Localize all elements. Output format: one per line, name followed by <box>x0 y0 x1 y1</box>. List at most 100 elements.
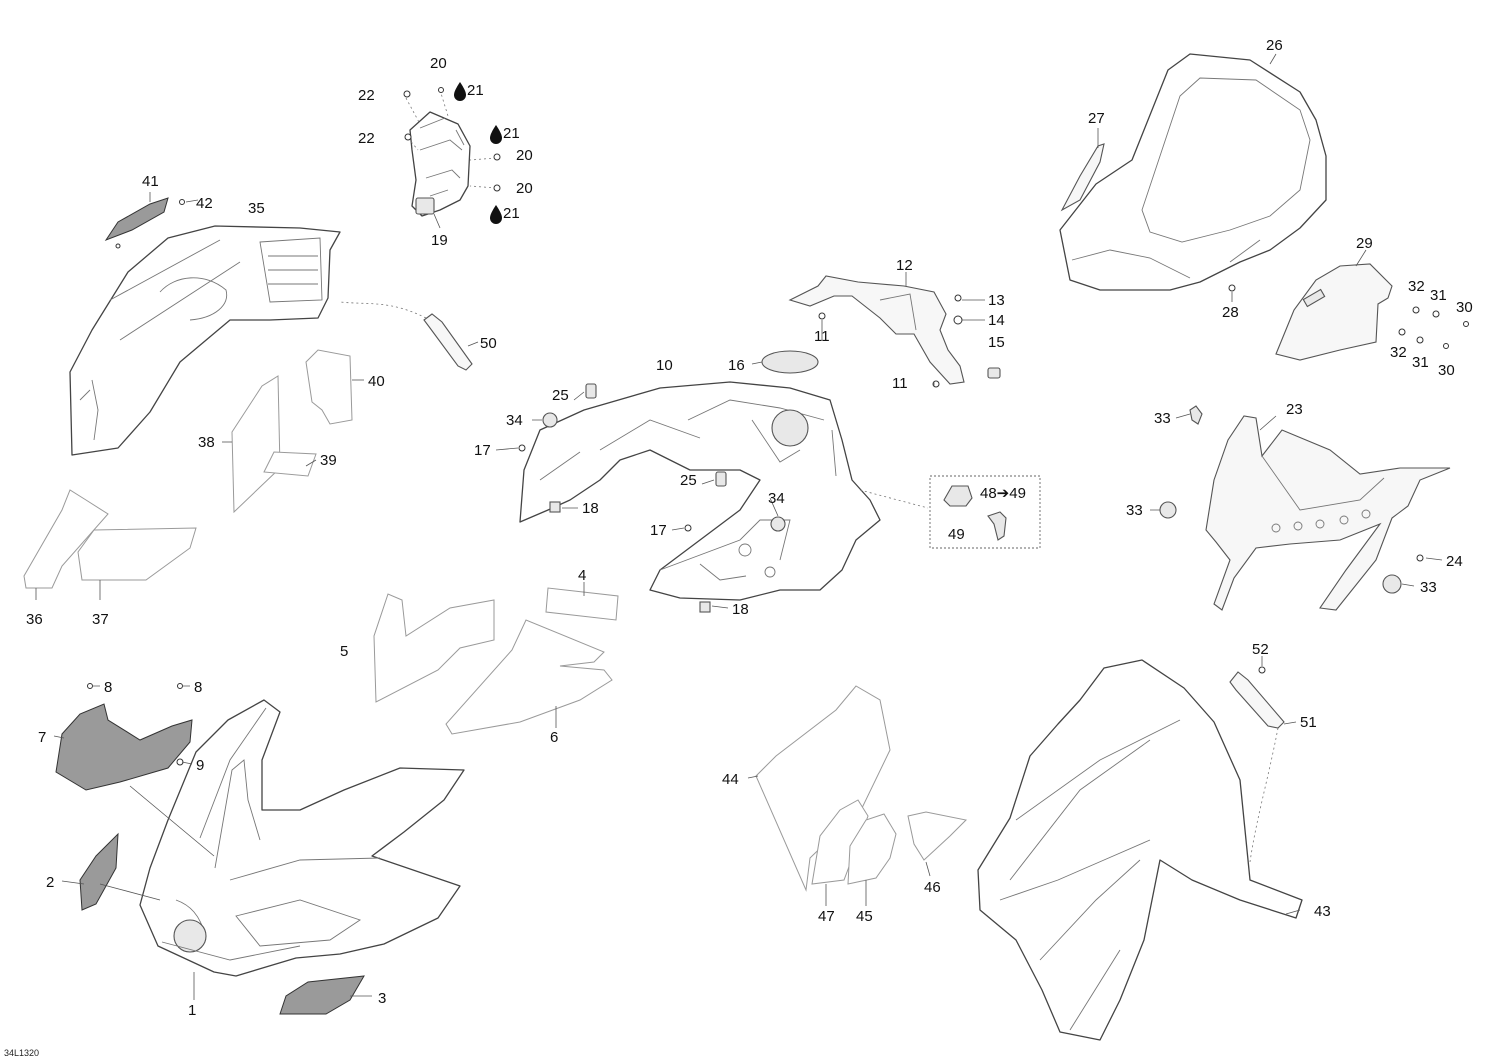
part-51-bracket[interactable] <box>1229 671 1285 729</box>
part-18-nut-b[interactable] <box>699 601 711 613</box>
part-40-panel[interactable] <box>305 349 353 425</box>
part-16-ring[interactable] <box>761 350 819 374</box>
part-25-clip-b[interactable] <box>715 471 727 487</box>
part-41-vent-grille[interactable] <box>104 197 169 242</box>
part-49-fastener[interactable] <box>987 511 1007 541</box>
part-20-nut-b[interactable] <box>493 153 501 161</box>
part-32-washer-a[interactable] <box>1412 306 1420 314</box>
part-6-decal[interactable] <box>445 619 613 735</box>
part-1-front-nose[interactable] <box>139 699 465 977</box>
part-31-nut-a[interactable] <box>1432 310 1440 318</box>
callout-4: 4 <box>578 567 586 584</box>
callout-32a: 32 <box>1408 278 1425 295</box>
part-28-nut[interactable] <box>1228 284 1236 292</box>
callout-22a: 22 <box>358 87 375 104</box>
callout-50: 50 <box>480 335 497 352</box>
callout-30b: 30 <box>1438 362 1455 379</box>
callout-19: 19 <box>431 232 448 249</box>
callout-25b: 25 <box>680 472 697 489</box>
callout-52: 52 <box>1252 641 1269 658</box>
callout-42: 42 <box>196 195 213 212</box>
part-50-bracket[interactable] <box>339 301 473 371</box>
callout-46: 46 <box>924 879 941 896</box>
part-26-windshield[interactable] <box>1059 53 1327 291</box>
part-18-nut-a[interactable] <box>549 501 561 513</box>
figure-code: 34L1320 <box>4 1048 39 1058</box>
part-43-side-panel[interactable] <box>977 659 1303 1041</box>
callout-31b: 31 <box>1412 354 1429 371</box>
part-11-clip-b[interactable] <box>932 380 940 388</box>
callout-21a: 21 <box>467 82 484 99</box>
part-44-panel[interactable] <box>755 685 891 892</box>
part-36-decal[interactable] <box>23 489 109 589</box>
callout-22b: 22 <box>358 130 375 147</box>
part-10-console[interactable] <box>519 381 881 601</box>
part-30-screw-b[interactable] <box>1443 343 1449 349</box>
part-22-screw-b[interactable] <box>404 133 412 141</box>
part-22-screw-a[interactable] <box>403 90 411 98</box>
part-27-trim[interactable] <box>1060 143 1105 212</box>
part-31-nut-b[interactable] <box>1416 336 1424 344</box>
part-33-clip-a[interactable] <box>1189 405 1203 425</box>
part-35-side-panel[interactable] <box>69 225 341 456</box>
part-8-screw-a[interactable] <box>87 683 93 689</box>
callout-35: 35 <box>248 200 265 217</box>
callout-21b: 21 <box>503 125 520 142</box>
part-3-lower-grille[interactable] <box>279 975 365 1015</box>
part-15-nut[interactable] <box>987 367 1001 379</box>
callout-51: 51 <box>1300 714 1317 731</box>
part-46-panel[interactable] <box>907 811 968 861</box>
part-37-decal[interactable] <box>77 527 197 581</box>
part-11-clip-a[interactable] <box>818 312 826 320</box>
part-4-decal[interactable] <box>545 587 619 621</box>
part-52-screw[interactable] <box>1258 666 1266 674</box>
callout-18b: 18 <box>732 601 749 618</box>
part-24-screw[interactable] <box>1416 554 1424 562</box>
part-20-nut-c[interactable] <box>493 184 501 192</box>
part-7-upper-grille[interactable] <box>55 703 193 791</box>
part-17-screw-a[interactable] <box>518 444 526 452</box>
part-33-grommet-b[interactable] <box>1159 501 1177 519</box>
callout-20a: 20 <box>430 55 447 72</box>
callout-45: 45 <box>856 908 873 925</box>
part-17-screw-b[interactable] <box>684 524 692 532</box>
part-33-grommet-c[interactable] <box>1382 574 1402 594</box>
callout-34b: 34 <box>768 490 785 507</box>
part-12-bracket[interactable] <box>788 275 965 385</box>
callout-25a: 25 <box>552 387 569 404</box>
part-19-headlight-housing[interactable] <box>409 111 471 217</box>
leader-7-to-nose <box>129 785 215 857</box>
part-2-side-grille[interactable] <box>79 832 119 911</box>
callout-17b: 17 <box>650 522 667 539</box>
callout-31a: 31 <box>1430 287 1447 304</box>
part-45-panel[interactable] <box>847 813 897 885</box>
callout-44: 44 <box>722 771 739 788</box>
part-42-screw[interactable] <box>179 199 185 205</box>
part-25-clip-a[interactable] <box>585 383 597 399</box>
part-38-panel[interactable] <box>231 375 281 514</box>
callout-47: 47 <box>818 908 835 925</box>
part-20-nut-a[interactable] <box>438 87 444 93</box>
part-29-deflector[interactable] <box>1275 263 1393 361</box>
part-30-screw-a[interactable] <box>1463 321 1469 327</box>
callout-20c: 20 <box>516 180 533 197</box>
part-48-clip[interactable] <box>943 485 973 507</box>
callout-9: 9 <box>196 757 204 774</box>
part-34-grommet-a[interactable] <box>542 412 558 428</box>
callout-28: 28 <box>1222 304 1239 321</box>
callout-7: 7 <box>38 729 46 746</box>
part-8-screw-b[interactable] <box>177 683 183 689</box>
part-23-support-frame[interactable] <box>1205 415 1451 611</box>
callout-6: 6 <box>550 729 558 746</box>
part-13-screw[interactable] <box>954 294 962 302</box>
part-14-washer[interactable] <box>953 315 963 325</box>
part-34-grommet-b[interactable] <box>770 516 786 532</box>
callout-1: 1 <box>188 1002 196 1019</box>
callout-14: 14 <box>988 312 1005 329</box>
part-39-decal[interactable] <box>263 451 317 477</box>
part-47-strip[interactable] <box>811 799 869 885</box>
leader-48-49 <box>859 489 929 509</box>
part-32-washer-b[interactable] <box>1398 328 1406 336</box>
part-5-decal[interactable] <box>373 593 495 703</box>
